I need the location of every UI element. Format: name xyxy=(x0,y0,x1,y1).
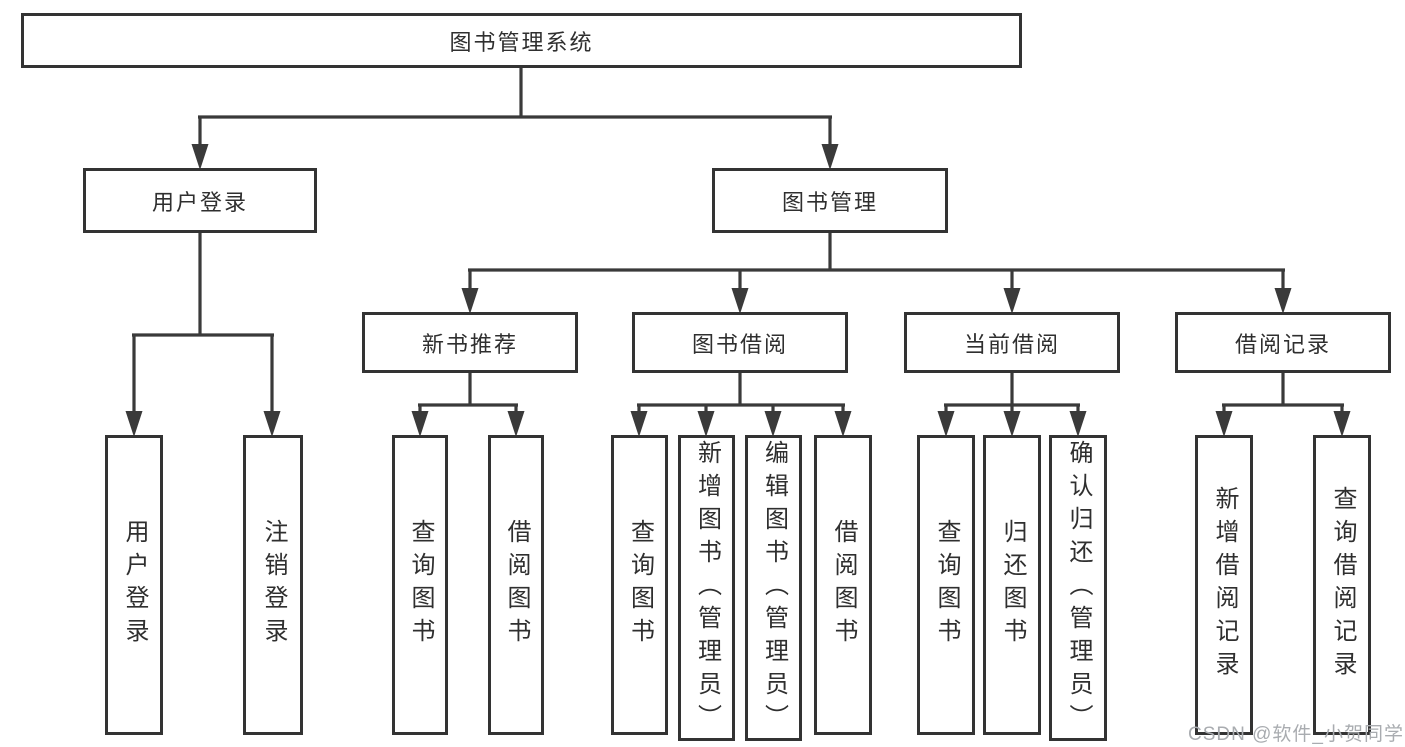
leaf-user-login-label: 用户登录 xyxy=(121,519,148,651)
node-new-book-recommend-label: 新书推荐 xyxy=(421,331,518,357)
leaf-borrow-query-books: 查询图书 xyxy=(611,435,668,735)
leaf-confirm-return-admin: 确认归还（管理员） xyxy=(1049,435,1107,741)
node-borrow-records: 借阅记录 xyxy=(1175,312,1391,373)
leaf-add-borrow-record-label: 新增借阅记录 xyxy=(1211,486,1238,684)
leaf-logout: 注销登录 xyxy=(243,435,303,735)
leaf-recommend-borrow-books-label: 借阅图书 xyxy=(503,519,530,651)
leaf-recommend-query-books: 查询图书 xyxy=(392,435,448,735)
node-borrow-records-label: 借阅记录 xyxy=(1234,331,1331,357)
leaf-current-query-books-label: 查询图书 xyxy=(933,519,960,651)
leaf-logout-label: 注销登录 xyxy=(260,519,287,651)
node-user-login-label: 用户登录 xyxy=(151,189,248,215)
leaf-recommend-query-books-label: 查询图书 xyxy=(407,519,434,651)
leaf-borrow-books: 借阅图书 xyxy=(814,435,872,735)
leaf-query-borrow-record-label: 查询借阅记录 xyxy=(1329,486,1356,684)
node-current-borrow: 当前借阅 xyxy=(904,312,1120,373)
node-new-book-recommend: 新书推荐 xyxy=(362,312,578,373)
node-book-management: 图书管理 xyxy=(712,168,948,233)
leaf-borrow-query-books-label: 查询图书 xyxy=(626,519,654,651)
leaf-user-login: 用户登录 xyxy=(105,435,163,735)
leaf-edit-books-admin-label: 编辑图书（管理员） xyxy=(760,439,788,737)
leaf-recommend-borrow-books: 借阅图书 xyxy=(488,435,544,735)
leaf-add-books-admin: 新增图书（管理员） xyxy=(678,435,735,741)
leaf-edit-books-admin: 编辑图书（管理员） xyxy=(745,435,802,741)
leaf-add-books-admin-label: 新增图书（管理员） xyxy=(693,439,721,737)
node-book-borrow-label: 图书借阅 xyxy=(691,331,788,357)
leaf-return-books-label: 归还图书 xyxy=(999,519,1026,651)
node-book-management-label: 图书管理 xyxy=(781,189,878,215)
leaf-return-books: 归还图书 xyxy=(983,435,1041,735)
leaf-current-query-books: 查询图书 xyxy=(917,435,975,735)
leaf-confirm-return-admin-label: 确认归还（管理员） xyxy=(1065,439,1092,737)
node-root: 图书管理系统 xyxy=(21,13,1022,68)
leaf-borrow-books-label: 借阅图书 xyxy=(830,519,857,651)
csdn-watermark: CSDN @软件_小贺同学 xyxy=(1188,724,1404,745)
node-user-login: 用户登录 xyxy=(83,168,317,233)
node-root-label: 图书管理系统 xyxy=(449,29,594,55)
leaf-query-borrow-record: 查询借阅记录 xyxy=(1313,435,1371,735)
leaf-add-borrow-record: 新增借阅记录 xyxy=(1195,435,1253,735)
node-current-borrow-label: 当前借阅 xyxy=(963,331,1060,357)
node-book-borrow: 图书借阅 xyxy=(632,312,848,373)
